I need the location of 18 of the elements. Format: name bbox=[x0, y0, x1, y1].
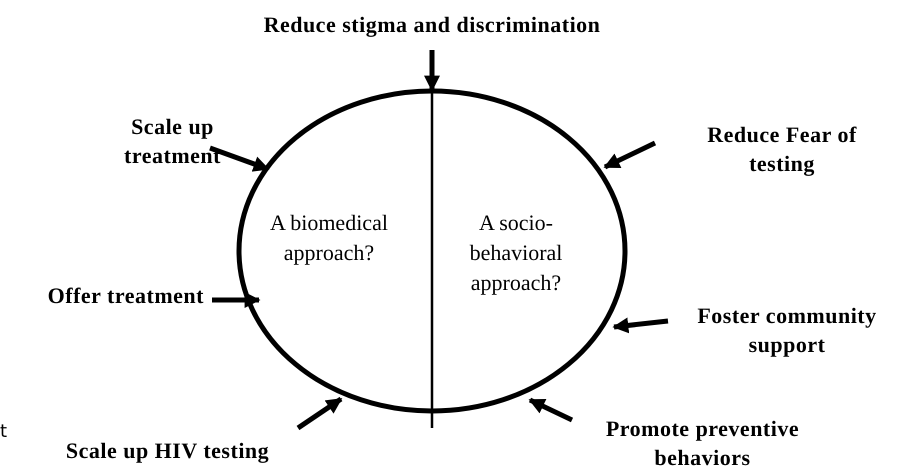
oval-shape bbox=[236, 88, 628, 414]
factor-label: Reduce Fear of testing bbox=[672, 120, 892, 178]
arrow bbox=[212, 292, 261, 308]
factor-label: Scale up HIV testing bbox=[30, 436, 305, 465]
arrow bbox=[296, 396, 342, 430]
text-fragment: t bbox=[0, 420, 8, 444]
factor-label: Scale up treatment bbox=[105, 112, 240, 170]
factor-label: Promote preventive behaviors bbox=[575, 414, 830, 472]
arrow bbox=[528, 398, 574, 422]
arrow bbox=[612, 317, 668, 334]
factor-label: Offer treatment bbox=[0, 281, 208, 310]
half-label: A biomedical approach? bbox=[269, 209, 389, 267]
half-label: A socio-behavioral approach? bbox=[468, 209, 564, 297]
factor-label: Foster community support bbox=[670, 301, 904, 359]
arrow bbox=[424, 50, 440, 92]
arrow bbox=[604, 140, 656, 170]
factor-label: Reduce stigma and discrimination bbox=[212, 10, 652, 39]
arrow bbox=[209, 146, 270, 172]
